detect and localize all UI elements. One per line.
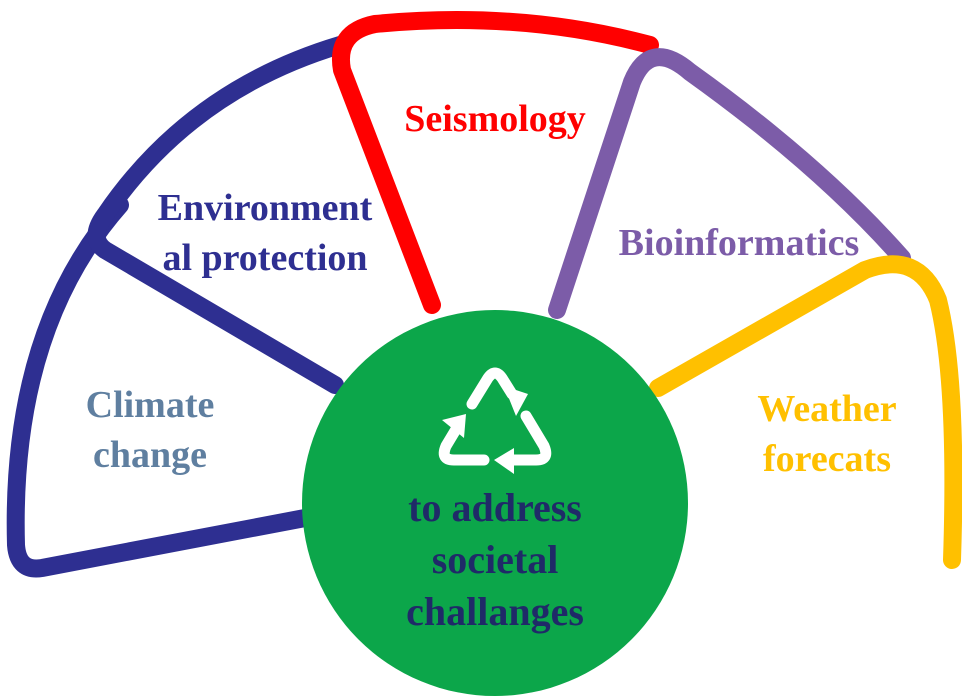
center-text-line2: societal [431,537,559,582]
climate-change-line1: Climate [85,384,215,426]
environmental-protection-label: Environment al protection [130,183,400,283]
weather-forecasts-petal [649,255,962,569]
climate-change-line2: change [93,434,207,476]
environmental-protection-line1: Environment [157,187,373,229]
center-text: to address societal challanges [370,482,620,638]
center-text-line3: challanges [406,589,584,634]
seismology-text: Seismology [404,98,586,140]
seismology-petal [332,11,659,314]
weather-forecasts-label: Weather forecats [722,384,932,484]
bioinformatics-petal [548,48,911,319]
environmental-protection-line2: al protection [162,237,368,279]
climate-change-label: Climate change [40,380,260,480]
recycle-icon [438,367,552,474]
climate-change-petal [6,196,314,578]
center-text-line1: to address [408,485,582,530]
environmental-protection-petal [87,36,349,394]
bioinformatics-text: Bioinformatics [618,222,860,264]
seismology-label: Seismology [380,94,610,144]
diagram-canvas [6,11,962,578]
weather-forecasts-line2: forecats [762,438,891,480]
bioinformatics-label: Bioinformatics [598,218,880,268]
weather-forecasts-line1: Weather [757,388,897,430]
